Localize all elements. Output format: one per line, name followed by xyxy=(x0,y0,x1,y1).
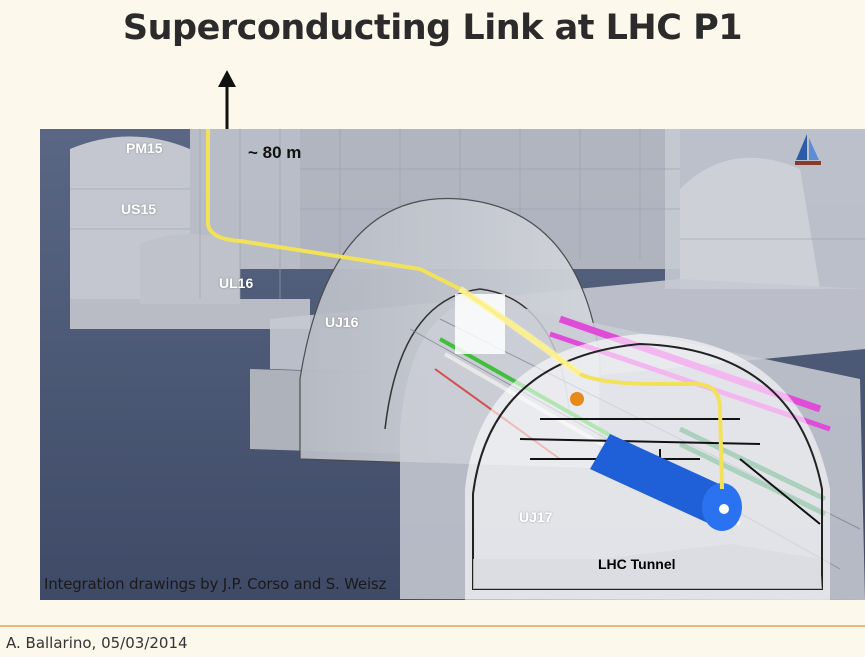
lhc-magnet-cylinder xyxy=(590,434,742,531)
label-lhc-tunnel: LHC Tunnel xyxy=(598,556,676,572)
cad-integration-drawing xyxy=(40,129,865,600)
label-uj17: UJ17 xyxy=(519,509,553,525)
label-us15: US15 xyxy=(121,201,157,217)
slide-title: Superconducting Link at LHC P1 xyxy=(122,8,743,48)
distance-label: ~ 80 m xyxy=(248,143,302,162)
label-pm15: PM15 xyxy=(126,140,163,156)
sailboat-icon xyxy=(795,134,821,165)
footer-divider xyxy=(0,625,865,627)
label-ul16: UL16 xyxy=(219,275,254,291)
label-uj16: UJ16 xyxy=(325,314,359,330)
footer-author-date: A. Ballarino, 05/03/2014 xyxy=(6,634,188,652)
figure-credit: Integration drawings by J.P. Corso and S… xyxy=(44,575,387,593)
